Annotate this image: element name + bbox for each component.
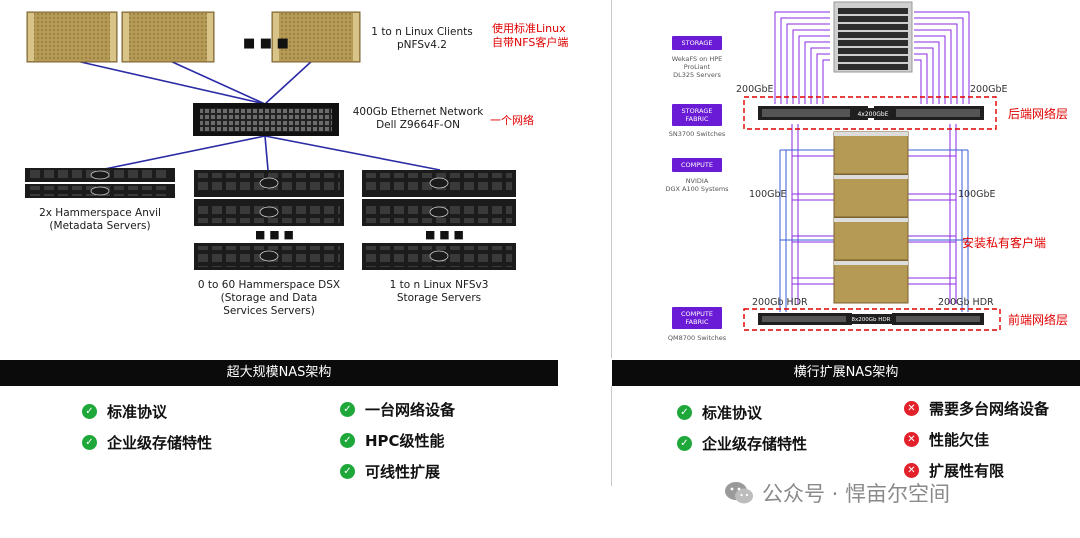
dsx-server [194, 170, 344, 197]
network-label: 400Gb Ethernet Network Dell Z9664F-ON [352, 106, 484, 131]
check-circle-icon: ✓ [340, 464, 355, 479]
frontend-highlight [743, 308, 1001, 331]
speed-label-right-mid: 100GbE [958, 189, 996, 200]
anvil-server [25, 168, 175, 182]
check-circle-icon: ✓ [677, 436, 692, 451]
storage-fabric-switch: 4x200GbE [758, 106, 984, 120]
client-install-note: 安装私有客户端 [962, 236, 1047, 250]
compute-switch-label: 8x200Gb HDR [852, 317, 891, 323]
check-circle-icon: ✓ [82, 435, 97, 450]
speed-label-left-mid: 100GbE [749, 189, 787, 200]
client-node [26, 11, 118, 63]
client-node [271, 11, 361, 63]
cross-circle-icon: ✕ [904, 463, 919, 478]
right-banner: 横行扩展NAS架构 [612, 360, 1080, 386]
drawback-item: ✕ 需要多台网络设备 [904, 398, 1049, 419]
storage-server-stack [833, 1, 913, 73]
compute-fabric-badge: COMPUTE FABRIC [672, 307, 722, 329]
cross-circle-icon: ✕ [904, 401, 919, 416]
feature-item: ✓ 一台网络设备 [340, 399, 455, 420]
feature-item: ✓ 企业级存储特性 [677, 433, 807, 454]
compute-links [791, 124, 957, 304]
speed-label-right-top: 200GbE [970, 84, 1008, 95]
compute-links-hdr [779, 149, 969, 312]
backend-note: 后端网络层 [1008, 107, 1069, 121]
storage-fabric-caption: SN3700 Switches [668, 130, 726, 138]
check-circle-icon: ✓ [82, 404, 97, 419]
network-note: 一个网络 [490, 114, 534, 127]
speed-label-right-bottom: 200Gb HDR [938, 297, 994, 308]
dgx-node [833, 217, 909, 261]
left-banner: 超大规模NAS架构 [0, 360, 558, 386]
feature-item: ✓ HPC级性能 [340, 430, 445, 451]
nfs-server [362, 243, 516, 270]
drawback-item: ✕ 扩展性有限 [904, 460, 1004, 481]
clients-ellipsis: ■ ■ ■ [243, 36, 289, 51]
compute-fabric-caption: QM8700 Switches [667, 334, 727, 342]
storage-links [774, 11, 970, 104]
dsx-label: 0 to 60 Hammerspace DSX (Storage and Dat… [197, 279, 341, 317]
network-links [71, 59, 441, 171]
cross-circle-icon: ✕ [904, 432, 919, 447]
feature-item: ✓ 可线性扩展 [340, 461, 440, 482]
storage-switch-label: 4x200GbE [857, 111, 888, 118]
feature-item: ✓ 企业级存储特性 [82, 432, 212, 453]
dgx-node [833, 260, 909, 304]
dsx-server [194, 199, 344, 226]
clients-note: 使用标准Linux 自带NFS客户端 [492, 22, 569, 49]
speed-label-left-bottom: 200Gb HDR [752, 297, 808, 308]
dsx-server [194, 243, 344, 270]
clients-label: 1 to n Linux Clients pNFSv4.2 [371, 26, 473, 51]
watermark: 公众号 · 悍亩尔空间 [724, 478, 950, 508]
storage-fabric-badge: STORAGE FABRIC [672, 104, 722, 126]
speed-label-left-top: 200GbE [736, 84, 774, 95]
feature-item: ✓ 标准协议 [677, 402, 762, 423]
anvil-server [25, 184, 175, 198]
drawback-item: ✕ 性能欠佳 [904, 429, 989, 450]
backend-highlight [743, 96, 997, 130]
nfs-label: 1 to n Linux NFSv3 Storage Servers [389, 279, 489, 304]
compute-badge: COMPUTE [672, 158, 722, 172]
dgx-node [833, 131, 909, 175]
section-divider [611, 0, 612, 358]
check-circle-icon: ✓ [677, 405, 692, 420]
storage-caption: WekaFS on HPE ProLiant DL325 Servers [671, 55, 723, 79]
feature-item: ✓ 标准协议 [82, 401, 167, 422]
core-switch [193, 103, 339, 136]
anvil-label: 2x Hammerspace Anvil (Metadata Servers) [39, 207, 161, 232]
compute-caption: NVIDIA DGX A100 Systems [665, 177, 729, 193]
dsx-ellipsis: ■ ■ ■ [255, 228, 294, 241]
nfs-server [362, 170, 516, 197]
bottom-divider [611, 386, 612, 486]
nfs-server [362, 199, 516, 226]
storage-badge: STORAGE [672, 36, 722, 50]
frontend-note: 前端网络层 [1008, 313, 1069, 327]
check-circle-icon: ✓ [340, 402, 355, 417]
compute-fabric-switch: 8x200Gb HDR [758, 313, 984, 325]
right-diagram: 4x200GbE 8x200Gb HDR [743, 1, 1001, 331]
client-node [121, 11, 215, 63]
left-diagram: ■ ■ ■ ■ ■ ■ ■ ■ ■ [25, 11, 516, 270]
wechat-icon [725, 482, 753, 504]
dgx-node [833, 174, 909, 218]
nfs-ellipsis: ■ ■ ■ [425, 228, 464, 241]
check-circle-icon: ✓ [340, 433, 355, 448]
